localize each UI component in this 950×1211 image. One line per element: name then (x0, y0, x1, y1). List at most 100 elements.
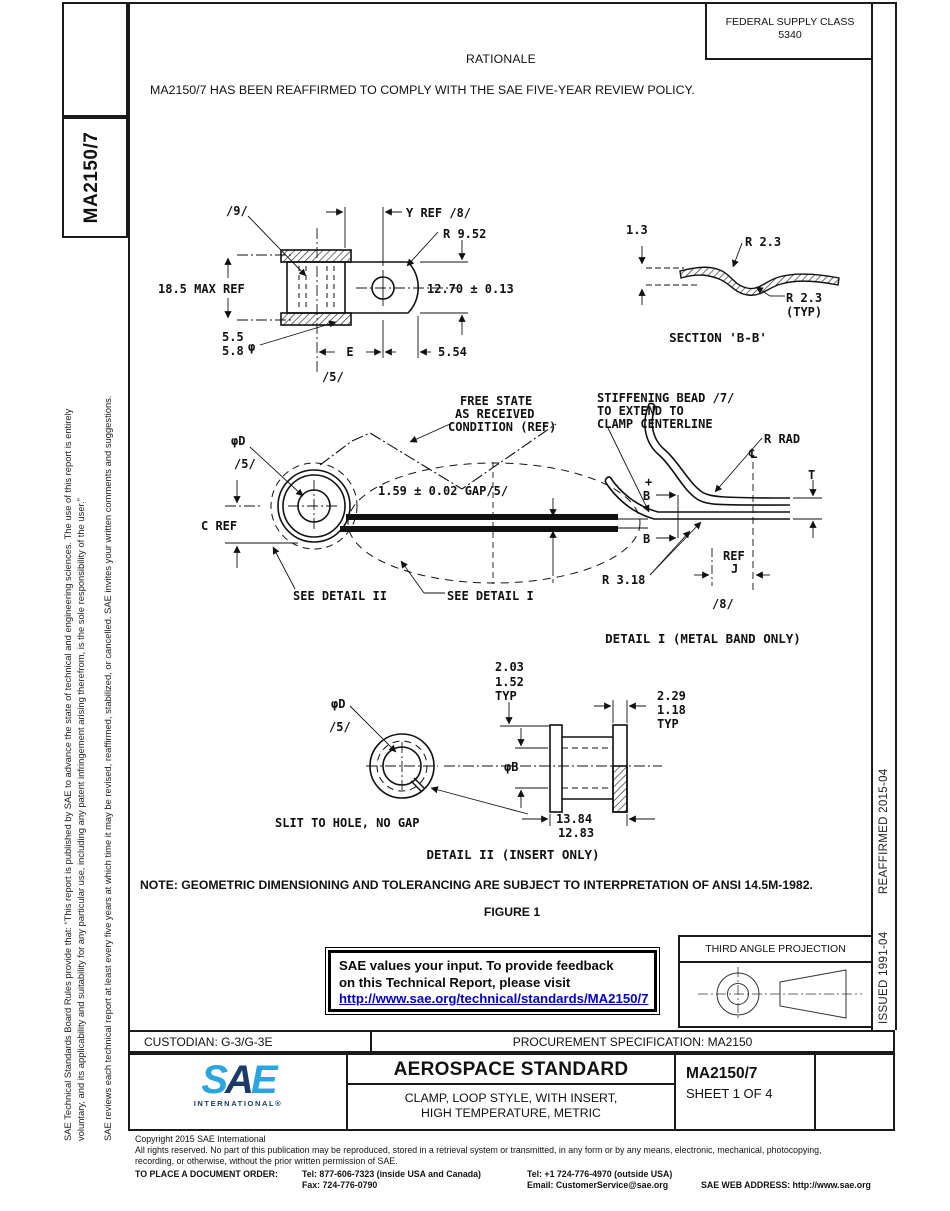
feedback-url-link[interactable]: http://www.sae.org/technical/standards/M… (339, 991, 649, 1006)
see-detail-1-label: SEE DETAIL I (447, 589, 534, 603)
web-address: SAE WEB ADDRESS: http://www.sae.org (701, 1179, 871, 1190)
dim-label: 12.70 ± 0.13 (427, 282, 514, 296)
title-block-empty-cell (814, 1055, 893, 1129)
standard-title-cell: AEROSPACE STANDARD CLAMP, LOOP STYLE, WI… (346, 1055, 674, 1129)
fsc-value: 5340 (778, 29, 802, 41)
logo-letter-a: A (225, 1058, 254, 1102)
dim-label: TO EXTEND TO (597, 404, 684, 418)
dim-label: R 9.52 (443, 227, 486, 241)
logo-international-text: INTERNATIONAL® (193, 1099, 283, 1108)
dim-label: 1.3 (626, 223, 648, 237)
figure-section-bb: 1.3 R 2.3 R 2.3 (TYP) SECTION 'B-B' (626, 223, 840, 345)
dim-label: T (808, 468, 815, 482)
sheet-number: SHEET 1 OF 4 (686, 1086, 773, 1101)
dim-label: REF (723, 549, 745, 563)
order-label: TO PLACE A DOCUMENT ORDER: (135, 1168, 278, 1179)
rationale-text: MA2150/7 HAS BEEN REAFFIRMED TO COMPLY W… (150, 83, 695, 97)
figure-view-front: φD /5/ FREE STATE AS RECEIVED CONDITION … (201, 394, 648, 603)
doc-number-cell: MA2150/7 SHEET 1 OF 4 (674, 1055, 814, 1129)
tel-inside: Tel: 877-606-7323 (inside USA and Canada… (302, 1168, 481, 1179)
logo-letter-s: S (201, 1058, 228, 1102)
standard-subtitle-line-2: HIGH TEMPERATURE, METRIC (421, 1106, 601, 1120)
dim-label: E (346, 345, 353, 359)
figure-detail-1: STIFFENING BEAD /7/ TO EXTEND TO CLAMP C… (597, 391, 822, 646)
dim-label: R 2.3 (745, 235, 781, 249)
issue-status-vertical: ISSUED 1991-04 REAFFIRMED 2015-04 (878, 735, 890, 1024)
figure-detail-2: 2.03 1.52 TYP 2.29 1.18 TYP φD /5/ φB SL… (275, 660, 686, 862)
standard-type-title: AEROSPACE STANDARD (348, 1055, 674, 1085)
federal-supply-class-box: FEDERAL SUPPLY CLASS 5340 (705, 2, 873, 60)
centerline-symbol: ℄ (748, 447, 757, 461)
third-angle-projection-icon (698, 967, 862, 1021)
fax-number: Fax: 724-776-0790 (302, 1179, 378, 1190)
dim-label: /5/ (329, 720, 351, 734)
dim-label: R 2.3 (786, 291, 822, 305)
title-block: SAE INTERNATIONAL® AEROSPACE STANDARD CL… (128, 1053, 895, 1131)
content-frame (128, 2, 873, 1030)
feedback-box: SAE values your input. To provide feedba… (325, 947, 660, 1015)
dim-label: φD (331, 697, 345, 711)
dim-label: AS RECEIVED (455, 407, 534, 421)
procurement-cell: PROCUREMENT SPECIFICATION: MA2150 (370, 1032, 893, 1051)
detail-2-caption: DETAIL II (INSERT ONLY) (426, 847, 599, 862)
dim-label: CONDITION (REF) (448, 420, 556, 434)
dim-label: R RAD (764, 432, 800, 446)
dim-label: 5.8 (222, 344, 244, 358)
dim-label: 2.29 (657, 689, 686, 703)
detail-1-caption: DETAIL I (METAL BAND ONLY) (605, 631, 801, 646)
see-detail-2-label: SEE DETAIL II (293, 589, 387, 603)
dim-label: /9/ (226, 204, 248, 218)
dim-label: 1.18 (657, 703, 686, 717)
fsc-label: FEDERAL SUPPLY CLASS (725, 16, 855, 28)
right-margin-column (873, 2, 897, 1030)
dim-label: φ (248, 340, 255, 354)
dim-label: 12.83 (558, 826, 594, 840)
section-arrow-label: B (643, 532, 650, 546)
standard-subtitle-line-1: CLAMP, LOOP STYLE, WITH INSERT, (404, 1091, 618, 1105)
dim-label: 1.59 ± 0.02 GAP/5/ (378, 484, 508, 498)
dim-label: /5/ (234, 457, 256, 471)
figure-view-side: /9/ Y REF /8/ R 9.52 18.5 MAX REF 12.70 … (158, 204, 514, 384)
dim-label: J (731, 562, 738, 576)
rationale-title: RATIONALE (466, 52, 536, 66)
dim-label: /5/ (322, 370, 344, 384)
reaffirmed-date: REAFFIRMED 2015-04 (878, 768, 890, 895)
custodian-cell: CUSTODIAN: G-3/G-3E (144, 1035, 273, 1049)
tel-outside: Tel: +1 724-776-4970 (outside USA) (527, 1168, 673, 1179)
custodian-row: CUSTODIAN: G-3/G-3E PROCUREMENT SPECIFIC… (128, 1030, 895, 1053)
sae-logo: SAE INTERNATIONAL® (130, 1055, 346, 1129)
dim-label: + (645, 475, 652, 489)
third-angle-projection-label: THIRD ANGLE PROJECTION (680, 937, 871, 963)
dim-label: R 3.18 (602, 573, 645, 587)
dim-label: CLAMP CENTERLINE (597, 417, 713, 431)
figure-caption: FIGURE 1 (483, 905, 541, 919)
section-caption: SECTION 'B-B' (669, 330, 767, 345)
dim-label: TYP (495, 689, 517, 703)
logo-letter-e: E (250, 1058, 278, 1102)
email-address: Email: CustomerService@sae.org (527, 1179, 669, 1190)
dim-label: φB (504, 760, 518, 774)
figure-note: NOTE: GEOMETRIC DIMENSIONING AND TOLERAN… (140, 878, 813, 892)
top-left-box (62, 2, 128, 117)
copyright-line: Copyright 2015 SAE International (135, 1134, 266, 1144)
third-angle-projection-box: THIRD ANGLE PROJECTION (678, 935, 873, 1028)
dim-label: 18.5 MAX REF (158, 282, 245, 296)
dim-label: Y REF /8/ (406, 206, 471, 220)
dim-label: SLIT TO HOLE, NO GAP (275, 816, 420, 830)
disclaimer-line-2: voluntary, and its applicability and sui… (75, 498, 86, 1141)
dim-label: 5.5 (222, 330, 244, 344)
dim-label: 5.54 (438, 345, 467, 359)
dim-label: 1.52 (495, 675, 524, 689)
dim-label: FREE STATE (460, 394, 532, 408)
dim-label: φD (231, 434, 245, 448)
dim-label: (TYP) (786, 305, 822, 319)
rights-line-1: All rights reserved. No part of this pub… (135, 1145, 822, 1156)
dim-label: TYP (657, 717, 679, 731)
disclaimer-line-1: SAE Technical Standards Board Rules prov… (62, 408, 73, 1141)
section-arrow-label: B (643, 489, 650, 503)
disclaimer-line-3: SAE reviews each technical report at lea… (102, 395, 113, 1141)
feedback-line-2: on this Technical Report, please visit (339, 974, 571, 990)
figure-1-drawing: /9/ Y REF /8/ R 9.52 18.5 MAX REF 12.70 … (158, 204, 840, 862)
dim-label: 13.84 (556, 812, 592, 826)
